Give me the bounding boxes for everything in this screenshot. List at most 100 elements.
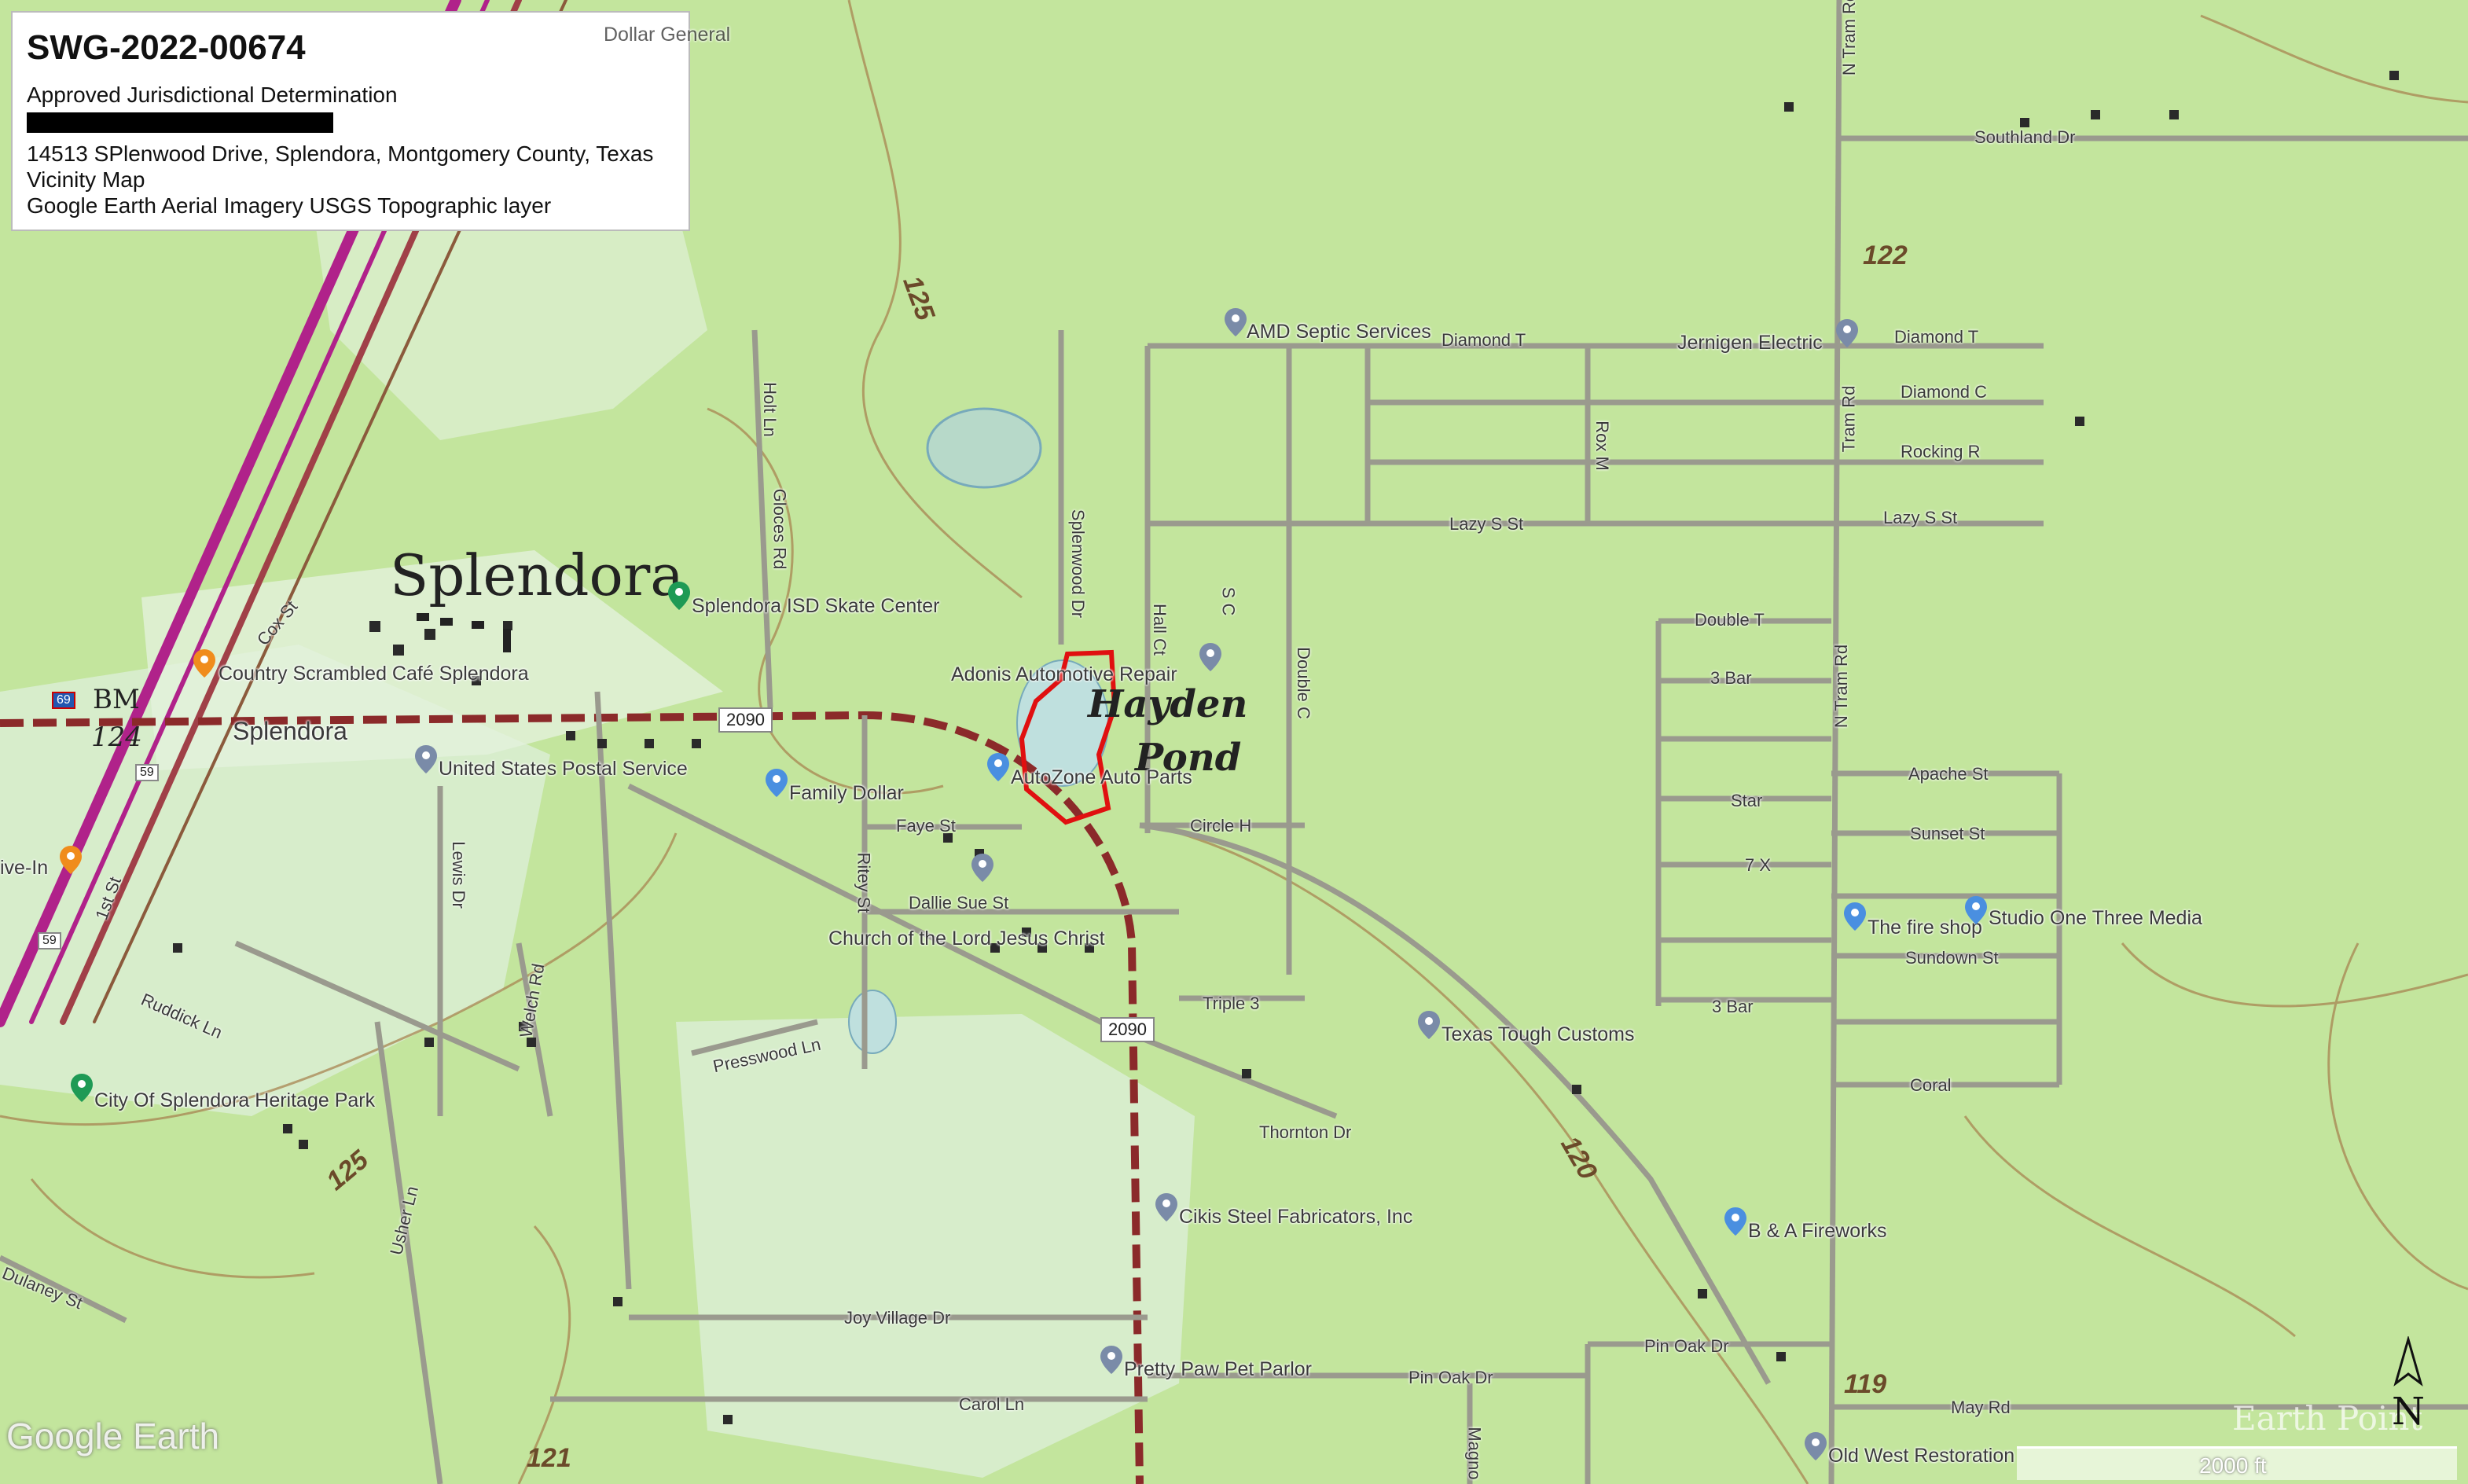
service-pin-icon[interactable]: [1836, 319, 1858, 347]
road-label: Tram Rd: [1838, 385, 1859, 453]
road-label: Star: [1731, 791, 1763, 810]
road-label: Pin Oak Dr: [1644, 1336, 1729, 1356]
poi-label[interactable]: AMD Septic Services: [1247, 321, 1431, 343]
shopping-pin-icon[interactable]: [987, 753, 1009, 781]
road-label: Double C: [1293, 647, 1313, 719]
road-label: Carol Ln: [959, 1394, 1025, 1414]
road-label: 3 Bar: [1712, 997, 1754, 1016]
road-label: Dallie Sue St: [909, 893, 1009, 913]
poi-label[interactable]: Jernigen Electric: [1677, 332, 1823, 354]
info-box: SWG-2022-00674 Approved Jurisdictional D…: [11, 11, 690, 231]
road-label: Apache St: [1908, 764, 1989, 784]
poi-label[interactable]: Family Dollar: [789, 782, 904, 804]
road-label: Diamond T: [1442, 330, 1526, 350]
road-label: S C: [1218, 586, 1239, 616]
park-pin-icon[interactable]: [668, 582, 690, 610]
poi-label[interactable]: ive-In: [0, 857, 49, 879]
shopping-pin-icon[interactable]: [1844, 902, 1866, 931]
road-label: Ritey St: [854, 852, 874, 913]
poi-label[interactable]: Texas Tough Customs: [1442, 1023, 1635, 1045]
contour-label: 122: [1863, 241, 1908, 270]
site-address: 14513 SPlenwood Drive, Splendora, Montgo…: [27, 141, 654, 166]
road-label: Triple 3: [1203, 994, 1260, 1013]
park-pin-icon[interactable]: [71, 1074, 93, 1102]
shopping-pin-icon[interactable]: [766, 769, 788, 797]
north-arrow-icon: N: [2392, 1336, 2425, 1431]
road-label: Diamond C: [1901, 382, 1988, 402]
restaurant-pin-icon[interactable]: [60, 846, 82, 874]
road-label: Circle H: [1190, 816, 1252, 836]
road-label: Sundown St: [1905, 948, 1999, 968]
service-pin-icon[interactable]: [1155, 1193, 1177, 1221]
us-59-shield: 59: [38, 932, 61, 950]
service-pin-icon[interactable]: [1100, 1346, 1122, 1374]
road-label: Gloces Rd: [769, 488, 790, 570]
service-pin-icon[interactable]: [415, 745, 437, 773]
road-label: Southland Dr: [1974, 127, 2076, 147]
pond-label-pond: Pond: [1135, 736, 1242, 780]
benchmark-label: BM: [93, 684, 140, 715]
poi-label[interactable]: United States Postal Service: [439, 758, 688, 780]
scale-bar: 2000 ft: [2017, 1446, 2457, 1480]
road-label: Diamond T: [1894, 327, 1979, 347]
road-label: 3 Bar: [1710, 668, 1752, 688]
poi-label[interactable]: Dollar General: [604, 24, 731, 46]
contour-label: 119: [1844, 1369, 1887, 1399]
service-pin-icon[interactable]: [1225, 308, 1247, 336]
road-label: Rocking R: [1901, 442, 1981, 461]
town-label-splendora: Splendora: [390, 542, 685, 608]
determination-type: Approved Jurisdictional Determination: [27, 83, 398, 107]
poi-label[interactable]: AutoZone Auto Parts: [1011, 766, 1192, 788]
poi-label[interactable]: City Of Splendora Heritage Park: [94, 1089, 376, 1111]
poi-label[interactable]: Adonis Automotive Repair: [951, 663, 1177, 685]
road-label: Sunset St: [1910, 824, 1985, 843]
poi-label[interactable]: Studio One Three Media: [1989, 907, 2202, 929]
earth-point-watermark: Earth Point: [2232, 1399, 2423, 1438]
north-label: N: [2392, 1390, 2425, 1431]
road-label: Pin Oak Dr: [1408, 1368, 1493, 1387]
fm-2090-shield: 2090: [1100, 1017, 1155, 1042]
poi-label[interactable]: Pretty Paw Pet Parlor: [1124, 1358, 1312, 1380]
road-label: N Tram Rd: [1831, 644, 1852, 729]
road-label: Faye St: [896, 816, 956, 836]
road-label: N Tram Rd: [1839, 0, 1860, 76]
imagery-source: Google Earth Aerial Imagery USGS Topogra…: [27, 193, 552, 218]
poi-label[interactable]: The fire shop: [1868, 916, 1982, 939]
service-pin-icon[interactable]: [1418, 1011, 1440, 1039]
road-label: Splenwood Dr: [1068, 509, 1089, 619]
road-label: Joy Village Dr: [844, 1308, 951, 1328]
poi-label[interactable]: Splendora ISD Skate Center: [692, 595, 940, 617]
map-type: Vicinity Map: [27, 167, 145, 192]
road-label: May Rd: [1951, 1398, 2011, 1417]
road-label: Thornton Dr: [1259, 1122, 1352, 1142]
fm-2090-shield: 2090: [718, 707, 773, 733]
church-pin-icon[interactable]: [971, 854, 993, 882]
road-label: Coral: [1910, 1075, 1952, 1095]
poi-label[interactable]: Country Scrambled Café Splendora: [219, 663, 529, 685]
poi-label[interactable]: Church of the Lord Jesus Christ: [828, 928, 1105, 950]
road-label: Lewis Dr: [448, 841, 468, 909]
benchmark-number: 124: [91, 722, 142, 753]
contour-label: 121: [527, 1443, 571, 1473]
shopping-pin-icon[interactable]: [1724, 1207, 1746, 1236]
poi-label[interactable]: B & A Fireworks: [1748, 1220, 1887, 1242]
road-label: Rox M: [1592, 421, 1612, 471]
town-label-splendora-small: Splendora: [233, 717, 347, 745]
poi-label[interactable]: Old West Restoration: [1828, 1445, 2015, 1467]
i-69-shield: 69: [52, 692, 75, 709]
restaurant-pin-icon[interactable]: [193, 649, 215, 678]
road-label: Lazy S St: [1883, 508, 1958, 527]
road-label: Holt Ln: [759, 382, 780, 437]
service-pin-icon[interactable]: [1199, 643, 1221, 671]
redaction-bar: [27, 112, 333, 133]
road-label: Hall Ct: [1150, 603, 1170, 656]
road-label: Double T: [1695, 610, 1765, 630]
project-number: SWG-2022-00674: [27, 28, 306, 67]
poi-label[interactable]: Cikis Steel Fabricators, Inc: [1179, 1206, 1413, 1228]
service-pin-icon[interactable]: [1805, 1432, 1827, 1460]
road-label: 7 X: [1745, 855, 1772, 875]
road-label: Magno: [1464, 1427, 1485, 1480]
service-pin-icon[interactable]: [1965, 896, 1987, 924]
